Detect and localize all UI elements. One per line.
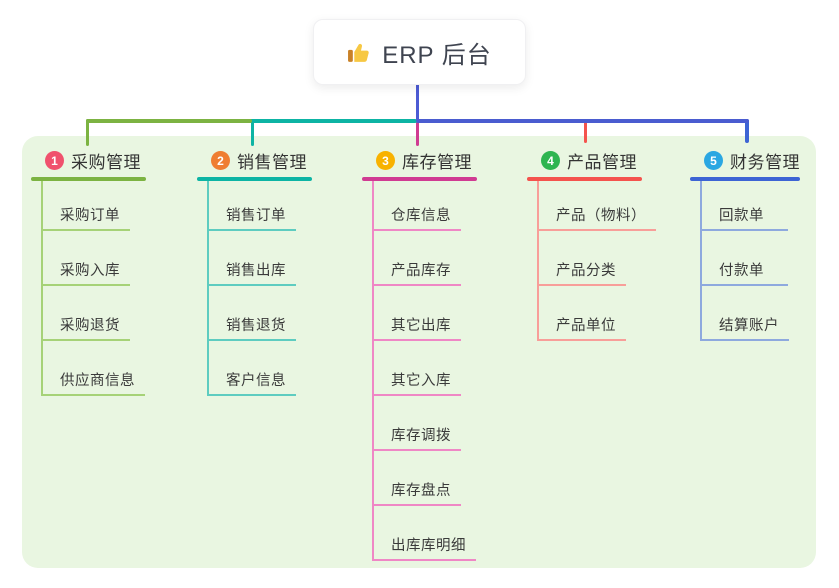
branch-label: 财务管理 — [730, 153, 800, 172]
branch-children: 回款单付款单结算账户 — [700, 180, 789, 341]
connector-line — [250, 119, 254, 146]
child-label: 采购入库 — [60, 262, 120, 279]
branch-label: 采购管理 — [71, 153, 141, 172]
child-node[interactable]: 采购订单 — [43, 181, 130, 231]
child-label: 付款单 — [719, 262, 764, 279]
child-label: 产品分类 — [556, 262, 616, 279]
child-label: 库存调拨 — [391, 427, 451, 444]
child-node[interactable]: 供应商信息 — [43, 341, 145, 396]
child-node[interactable]: 结算账户 — [702, 286, 789, 341]
child-node[interactable]: 采购退货 — [43, 286, 130, 341]
branch-label: 产品管理 — [567, 153, 637, 172]
child-label: 销售订单 — [226, 207, 286, 224]
child-label: 产品单位 — [556, 317, 616, 334]
branch-underline — [362, 177, 477, 181]
child-node[interactable]: 产品（物料） — [539, 181, 656, 231]
child-label: 回款单 — [719, 207, 764, 224]
branch-underline — [197, 177, 312, 181]
child-label: 产品库存 — [391, 262, 451, 279]
child-node[interactable]: 仓库信息 — [374, 181, 461, 231]
root-title: ERP 后台 — [382, 41, 492, 69]
child-label: 结算账户 — [719, 317, 779, 334]
child-node[interactable]: 采购入库 — [43, 231, 130, 286]
branch-number-badge: 1 — [45, 151, 64, 170]
child-label: 仓库信息 — [391, 207, 451, 224]
child-node[interactable]: 其它入库 — [374, 341, 461, 396]
branch-label: 库存管理 — [402, 153, 472, 172]
branch-5: 5 财务管理回款单付款单结算账户 — [690, 147, 800, 341]
branch-number-badge: 5 — [704, 151, 723, 170]
branch-title[interactable]: 2 销售管理 — [197, 147, 312, 174]
child-label: 其它入库 — [391, 372, 451, 389]
child-label: 客户信息 — [226, 372, 286, 389]
branch-title[interactable]: 4 产品管理 — [527, 147, 656, 174]
child-node[interactable]: 库存调拨 — [374, 396, 461, 451]
child-node[interactable]: 客户信息 — [209, 341, 296, 396]
child-node[interactable]: 其它出库 — [374, 286, 461, 341]
child-label: 出库库明细 — [391, 537, 466, 554]
branch-number-badge: 3 — [376, 151, 395, 170]
branch-number-badge: 2 — [211, 151, 230, 170]
connector-line — [85, 119, 89, 146]
branch-1: 1 采购管理采购订单采购入库采购退货供应商信息 — [31, 147, 146, 396]
connector-line — [415, 83, 419, 122]
branch-label: 销售管理 — [237, 153, 307, 172]
branch-title[interactable]: 3 库存管理 — [362, 147, 477, 174]
child-label: 采购退货 — [60, 317, 120, 334]
branch-3: 3 库存管理仓库信息产品库存其它出库其它入库库存调拨库存盘点出库库明细 — [362, 147, 477, 561]
child-node[interactable]: 产品单位 — [539, 286, 626, 341]
connector-line — [583, 119, 587, 143]
connector-line — [415, 119, 749, 123]
child-node[interactable]: 产品分类 — [539, 231, 626, 286]
connector-line — [85, 119, 252, 123]
child-label: 库存盘点 — [391, 482, 451, 499]
child-label: 销售退货 — [226, 317, 286, 334]
child-node[interactable]: 出库库明细 — [374, 506, 476, 561]
branch-underline — [31, 177, 146, 181]
child-label: 其它出库 — [391, 317, 451, 334]
child-label: 销售出库 — [226, 262, 286, 279]
child-node[interactable]: 产品库存 — [374, 231, 461, 286]
branch-title[interactable]: 5 财务管理 — [690, 147, 800, 174]
child-node[interactable]: 付款单 — [702, 231, 788, 286]
branch-number-badge: 4 — [541, 151, 560, 170]
branch-4: 4 产品管理产品（物料） 产品分类产品单位 — [527, 147, 656, 341]
branch-underline — [527, 177, 642, 181]
connector-line — [249, 119, 417, 123]
connector-line — [415, 119, 419, 146]
child-node[interactable]: 销售退货 — [209, 286, 296, 341]
branch-children: 采购订单采购入库采购退货供应商信息 — [41, 180, 145, 396]
mindmap-panel — [22, 136, 816, 568]
child-label: 产品（物料） — [556, 207, 646, 224]
child-node[interactable]: 销售订单 — [209, 181, 296, 231]
root-node[interactable]: ERP 后台 — [313, 19, 526, 85]
child-label: 供应商信息 — [60, 372, 135, 389]
connector-line — [745, 119, 749, 143]
branch-underline — [690, 177, 800, 181]
branch-children: 产品（物料） 产品分类产品单位 — [537, 180, 656, 341]
branch-title[interactable]: 1 采购管理 — [31, 147, 146, 174]
child-node[interactable]: 回款单 — [702, 181, 788, 231]
branch-children: 仓库信息产品库存其它出库其它入库库存调拨库存盘点出库库明细 — [372, 180, 476, 561]
child-label: 采购订单 — [60, 207, 120, 224]
child-node[interactable]: 库存盘点 — [374, 451, 461, 506]
branch-2: 2 销售管理销售订单销售出库销售退货客户信息 — [197, 147, 312, 396]
thumbs-up-icon — [347, 40, 372, 65]
branch-children: 销售订单销售出库销售退货客户信息 — [207, 180, 296, 396]
child-node[interactable]: 销售出库 — [209, 231, 296, 286]
